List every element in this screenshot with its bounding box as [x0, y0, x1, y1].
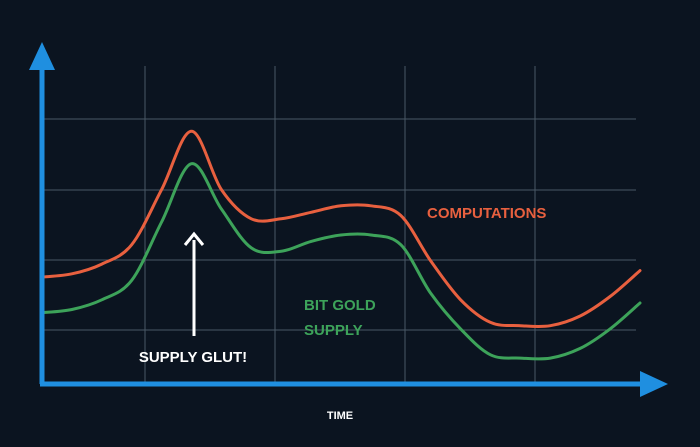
- supply-glut-arrowhead: [183, 231, 205, 246]
- series-line-computations: [40, 129, 642, 329]
- series-line-bit-gold-supply: [40, 162, 642, 361]
- supply-glut-label: SUPPLY GLUT!: [139, 349, 247, 366]
- x-axis-label: TIME: [327, 410, 353, 422]
- series-label-computations: COMPUTATIONS: [427, 205, 546, 222]
- x-axis-arrowhead: [640, 371, 668, 397]
- supply-glut-annotation: SUPPLY GLUT!: [139, 231, 247, 366]
- series-label-bit-gold-supply: BIT GOLD SUPPLY: [304, 297, 380, 339]
- grid: [42, 66, 636, 384]
- series-group: [40, 129, 642, 361]
- y-axis-arrowhead: [29, 42, 55, 70]
